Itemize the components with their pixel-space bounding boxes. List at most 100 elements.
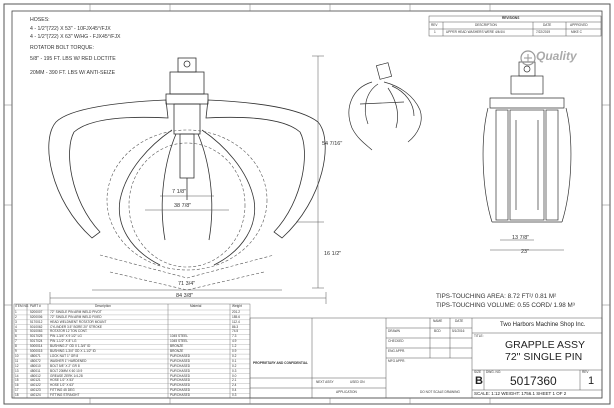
bom-cell: 7.3 xyxy=(232,334,237,339)
bom-cell: PURCHASED xyxy=(170,358,191,363)
hose-line-1: 4 - 1/2"(722) X 53" - 10FJX45°/FJX xyxy=(30,26,111,32)
rev-header-date: DATE xyxy=(543,23,552,27)
bom-cell: 5010062 xyxy=(30,324,43,329)
zone-ticks xyxy=(4,4,610,404)
checked-label: CHECKED xyxy=(388,339,404,343)
date-header: DATE xyxy=(455,319,464,323)
bom-cell: HOSE 1/2" X 63" xyxy=(50,383,75,388)
title-line-1: GRAPPLE ASSY xyxy=(505,339,585,351)
dwg-number: 5017360 xyxy=(510,374,557,388)
bom-cell: 5170012 xyxy=(30,319,43,324)
bom-cell: 1.2 xyxy=(232,344,237,349)
head-weldment xyxy=(173,103,201,135)
bom-cell: 440121 xyxy=(30,378,41,383)
front-view xyxy=(48,57,326,291)
logo-text: Quality xyxy=(536,49,577,63)
bom-cell: BRONZE xyxy=(170,344,184,349)
scale-weight-sheet: SCALE: 1:12 WEIGHT: 1756.1 SHEET 1 OF 2 xyxy=(474,391,567,396)
bom-cell: 0.0 xyxy=(232,373,237,378)
bom-cell: 11 xyxy=(15,358,19,363)
company-name: Two Harbors Machine Shop Inc. xyxy=(500,322,586,328)
do-not-scale-note: DO NOT SCALE DRAWING xyxy=(420,390,460,394)
left-tine xyxy=(118,129,173,266)
bom-cell: 3 xyxy=(15,319,17,324)
dim-side-inner: 13 7/8" xyxy=(512,235,530,241)
rev-row-date: 7/22/2019 xyxy=(536,30,551,34)
bom-cell: 4.9 xyxy=(232,339,237,344)
bom-cell: 5 xyxy=(15,329,17,334)
mfg-appr-label: MFG APPR. xyxy=(388,359,406,363)
dim-inner-width: 71 3/4" xyxy=(178,281,196,287)
rev-header-approved: APPROVED xyxy=(570,23,588,27)
revisions-table xyxy=(428,15,602,37)
bom-cell: WASHER 1" HARDENED xyxy=(50,358,87,363)
right-arm xyxy=(205,99,326,239)
bom-cell: 8 xyxy=(15,344,17,349)
bom-cell: 13 xyxy=(15,368,19,373)
torque-title: ROTATOR BOLT TORQUE: xyxy=(30,45,94,51)
bom-header-item: ITEM NO. xyxy=(15,304,30,308)
bom-cell: FITTING STRAIGHT xyxy=(50,393,80,398)
bom-cell: BUSHING 2" OD X 1-3/4" ID xyxy=(50,344,91,349)
bom-cell: 2.1 xyxy=(232,378,237,383)
bom-cell: PURCHASED xyxy=(170,368,191,373)
dim-base-height: 16 1/2" xyxy=(324,251,342,257)
bom-cell: 0.2 xyxy=(232,363,237,368)
bom-cell: BOLT 20MM X 60 10.9 xyxy=(50,368,83,373)
bom-cell: BRONZE xyxy=(170,349,184,353)
dim-inner-2: 38 7/8" xyxy=(174,203,192,209)
drawn-date: 5/1/2016 xyxy=(452,329,465,333)
bom-cell: 1045 STEEL xyxy=(170,339,189,344)
dim-height: 54 7/16" xyxy=(322,141,343,147)
left-arm xyxy=(48,99,169,239)
eng-appr-label: ENG APPR. xyxy=(388,349,406,353)
bom-cell: BOLT 5/8" X 2" GR 8 xyxy=(50,363,80,368)
bom-cell: 5000015 xyxy=(30,349,43,353)
tips-area-note: TIPS-TOUCHING AREA: 8.72 FT²/ 0.81 M² xyxy=(436,293,557,300)
dwg-label: DWG. NO. xyxy=(486,370,502,374)
bom-cell: 480011 xyxy=(30,368,41,373)
left-tine-inner xyxy=(161,133,177,241)
cylinder xyxy=(179,133,195,179)
bom-cell: 480010 xyxy=(30,363,41,368)
dim-outer-width: 84 3/8" xyxy=(176,293,194,299)
bom-cell: 440123 xyxy=(30,388,41,393)
bom-cell: 0.3 xyxy=(232,393,237,398)
rotator-body xyxy=(169,71,205,95)
tips-volume-note: TIPS-TOUCHING VOLUME: 0.55 CORD/ 1.98 M³ xyxy=(436,302,575,309)
bom-cell: 201.2 xyxy=(232,309,240,314)
bom-cell: 6 xyxy=(15,334,17,339)
dim-side-outer: 23" xyxy=(521,249,530,255)
bom-cell: 72" SINGLE PIN ARM WELD PIVOT xyxy=(50,309,102,314)
head-plate xyxy=(165,93,209,105)
rev-row-approved: MIKE C xyxy=(571,30,582,34)
bom-cell: FITTING 45 DEG xyxy=(50,388,75,393)
title-label: TITLE: xyxy=(474,334,484,338)
rev-value: 1 xyxy=(588,375,595,387)
bom-cell: 0.9 xyxy=(232,349,237,353)
bom-cell: 16 xyxy=(15,383,19,388)
bom-header-weight: Weight xyxy=(232,304,242,308)
proprietary-title: PROPRIETARY AND CONFIDENTIAL xyxy=(253,361,308,365)
front-dimensions xyxy=(49,55,327,304)
rev-row-description: UPPER HEAD WASHERS WERE 4/4/4/4 xyxy=(446,30,505,34)
bom-cell: 14 xyxy=(15,373,19,378)
bom-cell: 0.4 xyxy=(232,388,237,393)
rev-label: REV xyxy=(582,370,589,374)
size-value: B xyxy=(475,375,483,387)
bom-cell: 74.5 xyxy=(232,329,239,334)
torque-line-1: 5/8" - 195 FT. LBS W/ RED LOCTITE xyxy=(30,56,116,62)
side-view xyxy=(482,61,572,223)
iso-view xyxy=(348,62,422,151)
bom-cell: CYLINDER 3.5" BORE 20" STROKE xyxy=(50,324,103,329)
bom-header-description: Description xyxy=(95,304,111,308)
right-tine-inner xyxy=(197,133,213,241)
bom-cell: ROTATOR 12 TON CONT. xyxy=(50,329,88,334)
bom-cell: 7 xyxy=(15,339,17,344)
name-header: NAME xyxy=(433,319,443,323)
rev-row-rev: 1 xyxy=(434,30,436,34)
bom-cell: PIN 1-1/2" X 8" LG xyxy=(50,339,77,344)
company-logo xyxy=(520,50,536,66)
bom-cell: 0.2 xyxy=(232,353,237,358)
